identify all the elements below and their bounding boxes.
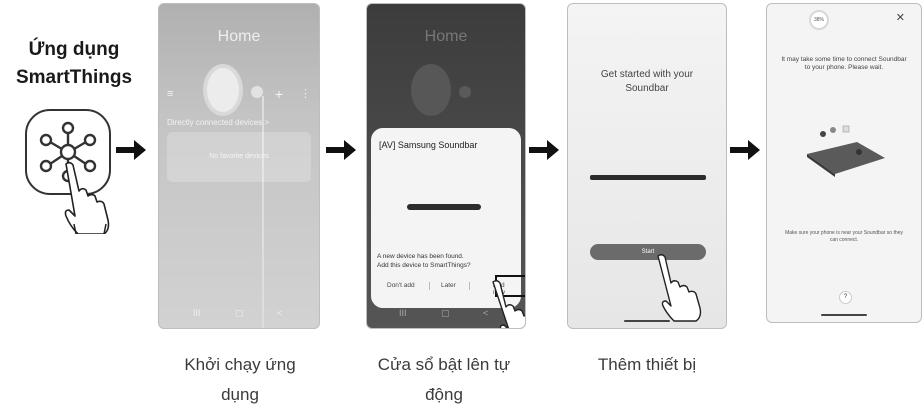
add-icon[interactable]: + [274,86,283,102]
close-icon[interactable]: ✕ [895,12,905,24]
lamp-illustration [203,64,264,328]
no-favorites-text: No favorite devices [209,153,269,160]
tapping-hand-icon [492,280,525,328]
device-found-popup: [AV] Samsung Soundbar A new device has b… [371,128,525,328]
more-icon[interactable]: ⋮ [300,88,311,100]
dont-add-button[interactable]: Don't add [387,282,415,289]
caption-step3: Thêm thiết bị [597,355,697,374]
popup-device-name: [AV] Samsung Soundbar [379,140,478,150]
arrow-right-icon [529,140,559,160]
near-message-line1: Make sure your phone is near your Soundb… [785,230,903,236]
start-button[interactable]: Start [590,244,706,260]
home-button[interactable]: ▢ [235,308,244,318]
progress-indicator: 38% [809,10,829,30]
screen2-title: Home [424,28,468,45]
screen-launch-app: Home ≡ + ⋮ Directly connected devices > … [158,3,320,329]
arrow-right-icon [326,140,356,160]
later-button[interactable]: Later [441,282,456,289]
caption-step2-line2: động [425,385,463,404]
wait-message: It may take some time to connect Soundba… [773,56,915,72]
recent-apps-button[interactable]: III [399,308,407,318]
caption-step2: Cửa sổ bật lên tự động [346,350,542,409]
button-divider [469,282,470,290]
help-button[interactable]: ? [839,291,852,304]
caption-step1-line2: dụng [221,385,259,404]
phone-connecting-illustration [807,125,885,177]
tapping-hand-icon [657,254,702,322]
directly-connected-devices-link[interactable]: Directly connected devices > [167,118,270,127]
favorites-empty-panel: No favorite devices [167,132,311,182]
wait-message-line2: to your phone. Please wait. [804,64,884,71]
near-soundbar-message: Make sure your phone is near your Soundb… [775,230,913,243]
screen-popup: Home [AV] Samsung Soundbar A new device … [366,3,526,329]
app-title: Ứng dụng SmartThings [0,36,148,92]
gesture-bar [821,314,867,316]
home-button[interactable]: ▢ [441,308,450,318]
caption-step1-line1: Khởi chạy ứng [184,355,296,374]
app-title-line1: Ứng dụng [28,39,120,60]
wait-message-line1: It may take some time to connect Soundba… [781,56,907,63]
recent-apps-button[interactable]: III [193,308,201,318]
screen-add-device: Get started with your Soundbar Start [567,3,727,329]
gesture-bar [624,320,670,322]
popup-message: A new device has been found. Add this de… [377,252,471,270]
near-message-line2: can connect. [829,236,859,243]
soundbar-image [407,204,481,210]
caption-step2-line1: Cửa sổ bật lên tự [377,355,511,374]
soundbar-image [590,175,706,180]
get-started-line1: Get started with your [600,69,694,80]
back-button[interactable]: < [277,308,283,318]
get-started-title: Get started with your Soundbar [568,68,726,96]
app-title-line2: SmartThings [15,67,133,88]
screen1-title: Home [217,28,261,45]
arrow-right-icon [730,140,760,160]
arrow-right-icon [116,140,146,160]
menu-icon[interactable]: ≡ [167,88,174,100]
back-button[interactable]: < [483,308,489,318]
popup-message-line1: A new device has been found. [377,253,464,260]
screen-connecting: 38% ✕ It may take some time to connect S… [766,3,922,323]
lamp-illustration [411,64,471,116]
get-started-line2: Soundbar [625,83,669,94]
button-divider [429,282,430,290]
caption-step1: Khởi chạy ứng dụng [150,350,330,409]
smartthings-app-icon[interactable] [20,108,120,235]
popup-message-line2: Add this device to SmartThings? [377,262,471,269]
